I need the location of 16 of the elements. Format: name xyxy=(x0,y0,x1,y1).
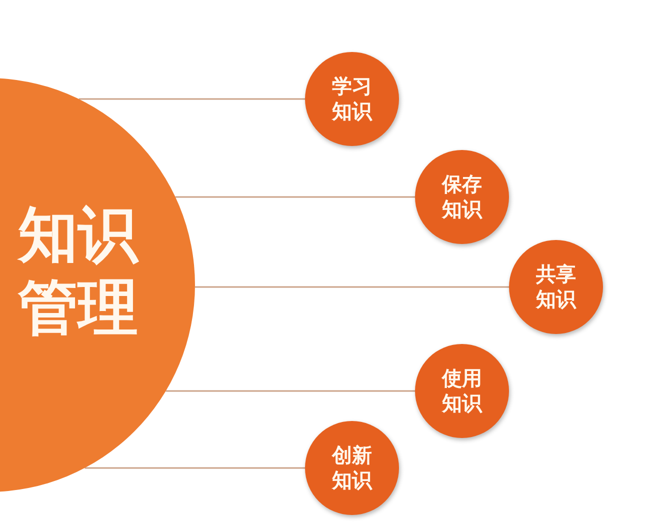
node-label: 共享知识 xyxy=(536,262,576,312)
connector-line xyxy=(166,390,415,392)
connector-line xyxy=(84,467,305,469)
node-label: 创新知识 xyxy=(332,443,372,493)
node-label: 知识管理 xyxy=(18,199,140,345)
node-label: 使用知识 xyxy=(442,366,482,416)
circle-node xyxy=(509,240,603,334)
circle-node xyxy=(415,150,509,244)
connector-line xyxy=(195,286,509,288)
connector-line xyxy=(175,196,415,198)
circle-node xyxy=(305,421,399,515)
node-label: 保存知识 xyxy=(442,172,482,222)
connector-line xyxy=(78,98,305,100)
node-label: 学习知识 xyxy=(332,74,372,124)
circle-node xyxy=(305,52,399,146)
circle-node xyxy=(415,344,509,438)
